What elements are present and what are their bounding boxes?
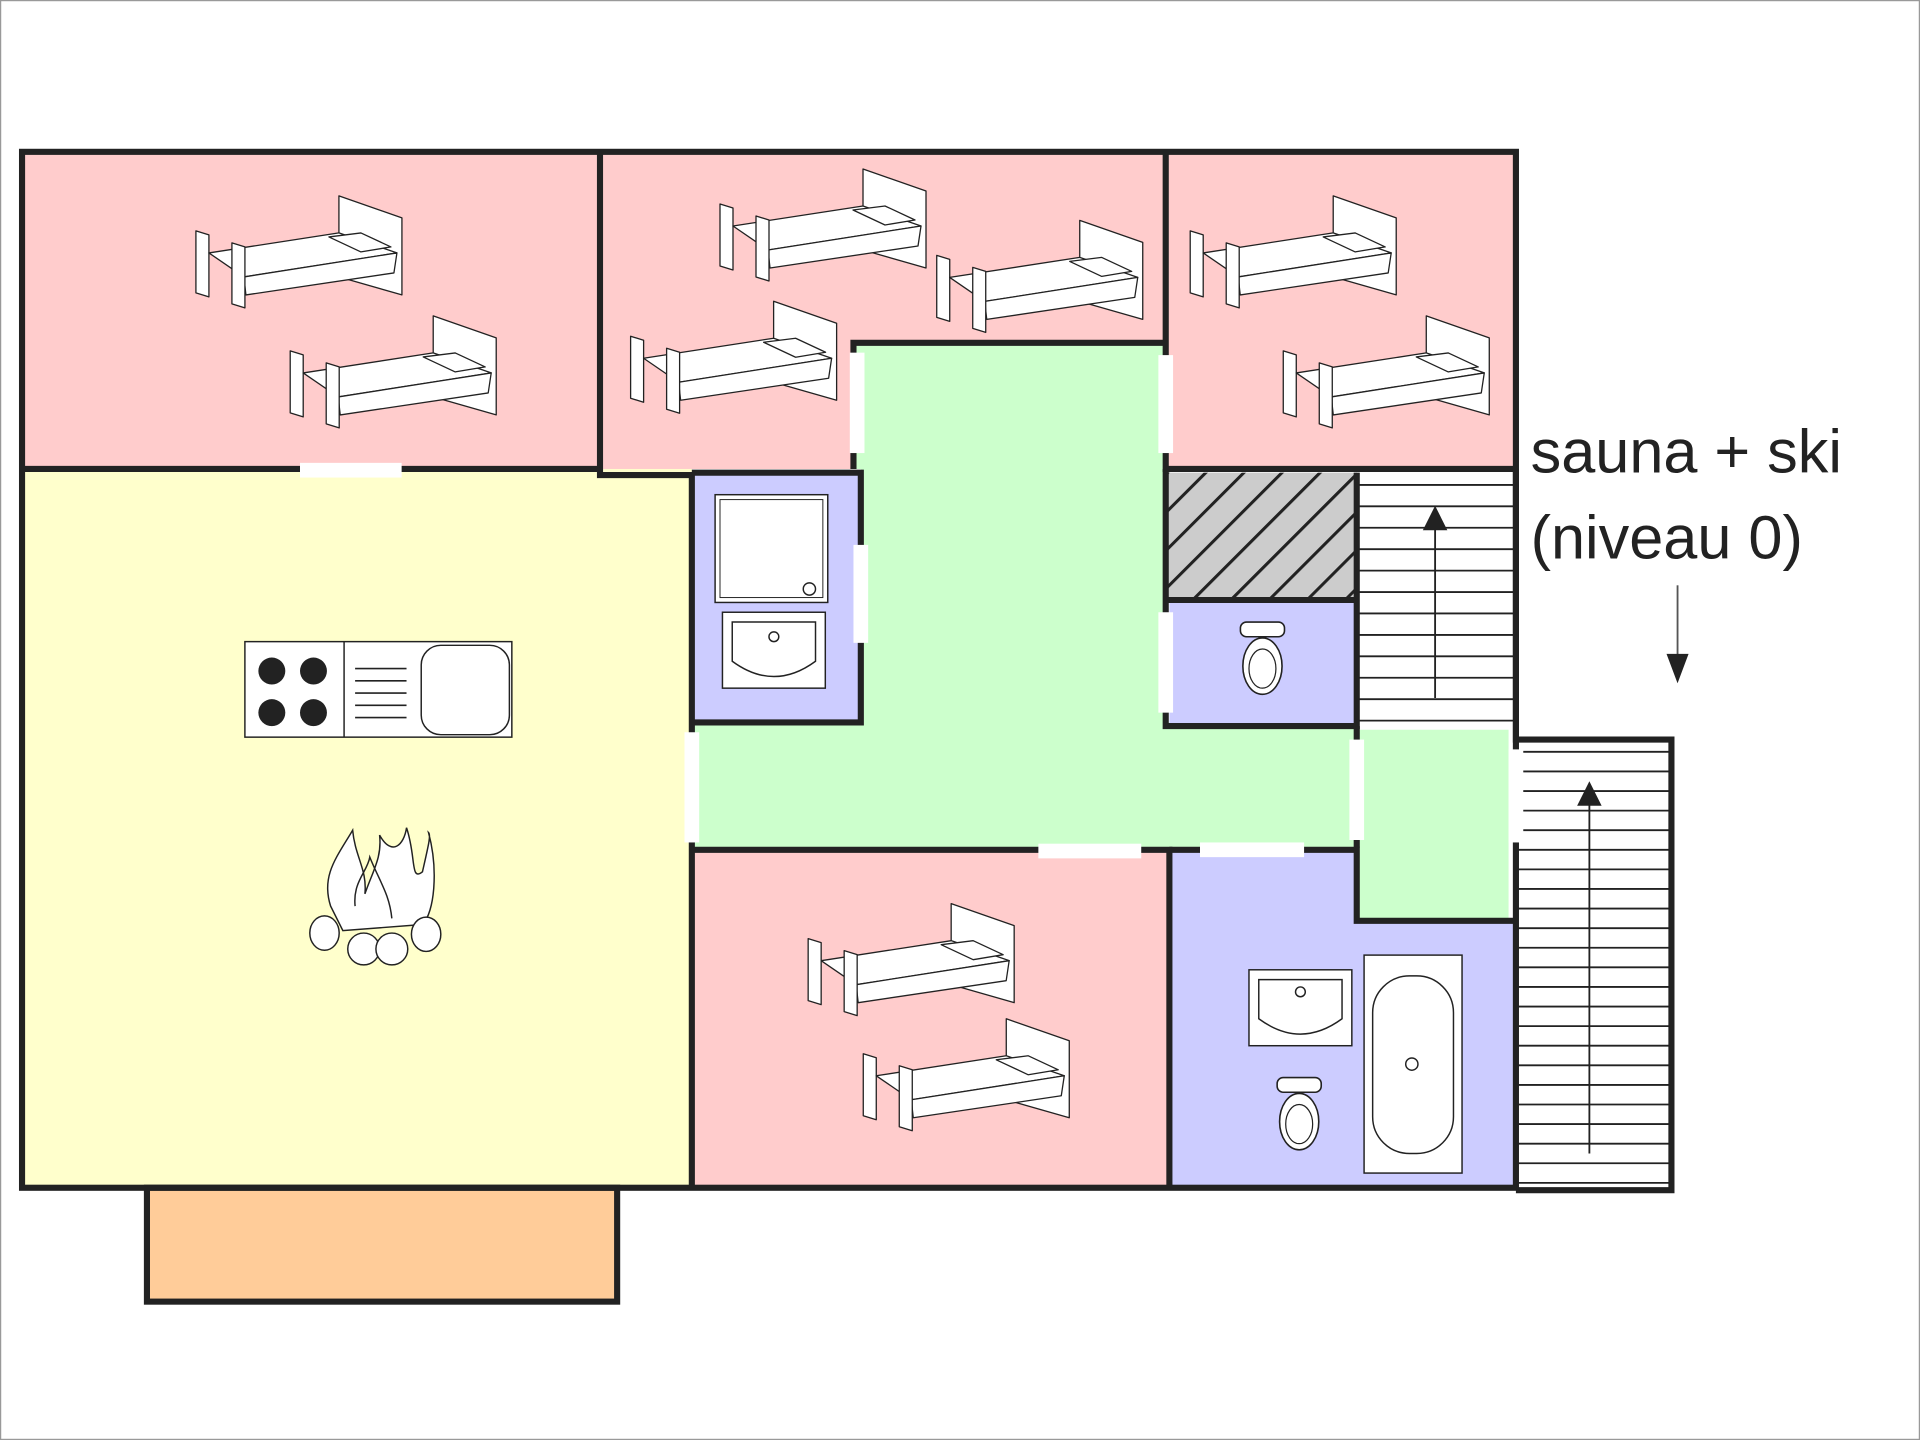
stair-arrow-up-icon bbox=[1422, 505, 1448, 698]
washbasin-icon bbox=[1248, 969, 1353, 1047]
bedroom-4 bbox=[691, 852, 1170, 1188]
drainboard-icon bbox=[355, 667, 407, 719]
door bbox=[853, 544, 869, 643]
door bbox=[1200, 842, 1305, 858]
stair-treads-lower bbox=[1515, 750, 1672, 1184]
doors bbox=[300, 352, 1524, 859]
door bbox=[1158, 355, 1174, 454]
bathtub-icon bbox=[1363, 954, 1463, 1174]
door bbox=[849, 352, 865, 454]
fireplace-icon bbox=[309, 827, 442, 966]
stairs-lower bbox=[1515, 739, 1672, 1191]
stove-burners-icon bbox=[258, 657, 327, 727]
storage-hatched bbox=[1165, 472, 1357, 600]
annotation-line-2: (niveau 0) bbox=[1531, 503, 1803, 571]
door bbox=[684, 732, 700, 843]
corridor bbox=[691, 342, 1509, 921]
door bbox=[1158, 612, 1174, 713]
toilet-icon bbox=[1239, 621, 1286, 696]
door bbox=[300, 462, 402, 478]
terrace bbox=[146, 1187, 618, 1302]
door bbox=[1349, 739, 1365, 840]
arrow-down-icon bbox=[1666, 585, 1689, 684]
walls bbox=[18, 148, 1675, 1305]
bedroom-1 bbox=[22, 151, 600, 469]
annotation-line-1: sauna + ski bbox=[1531, 418, 1842, 486]
bedroom-2 bbox=[600, 154, 1164, 473]
door bbox=[1508, 749, 1524, 843]
kitchen-counter bbox=[244, 640, 513, 738]
toilet-icon bbox=[1276, 1076, 1323, 1151]
kitchen-sink-icon bbox=[420, 644, 511, 736]
living-kitchen bbox=[19, 468, 692, 1188]
stair-arrow-up-icon bbox=[1577, 781, 1602, 1154]
washbasin-icon bbox=[721, 611, 827, 689]
shower-tray-icon bbox=[714, 493, 829, 604]
door bbox=[1038, 843, 1142, 859]
